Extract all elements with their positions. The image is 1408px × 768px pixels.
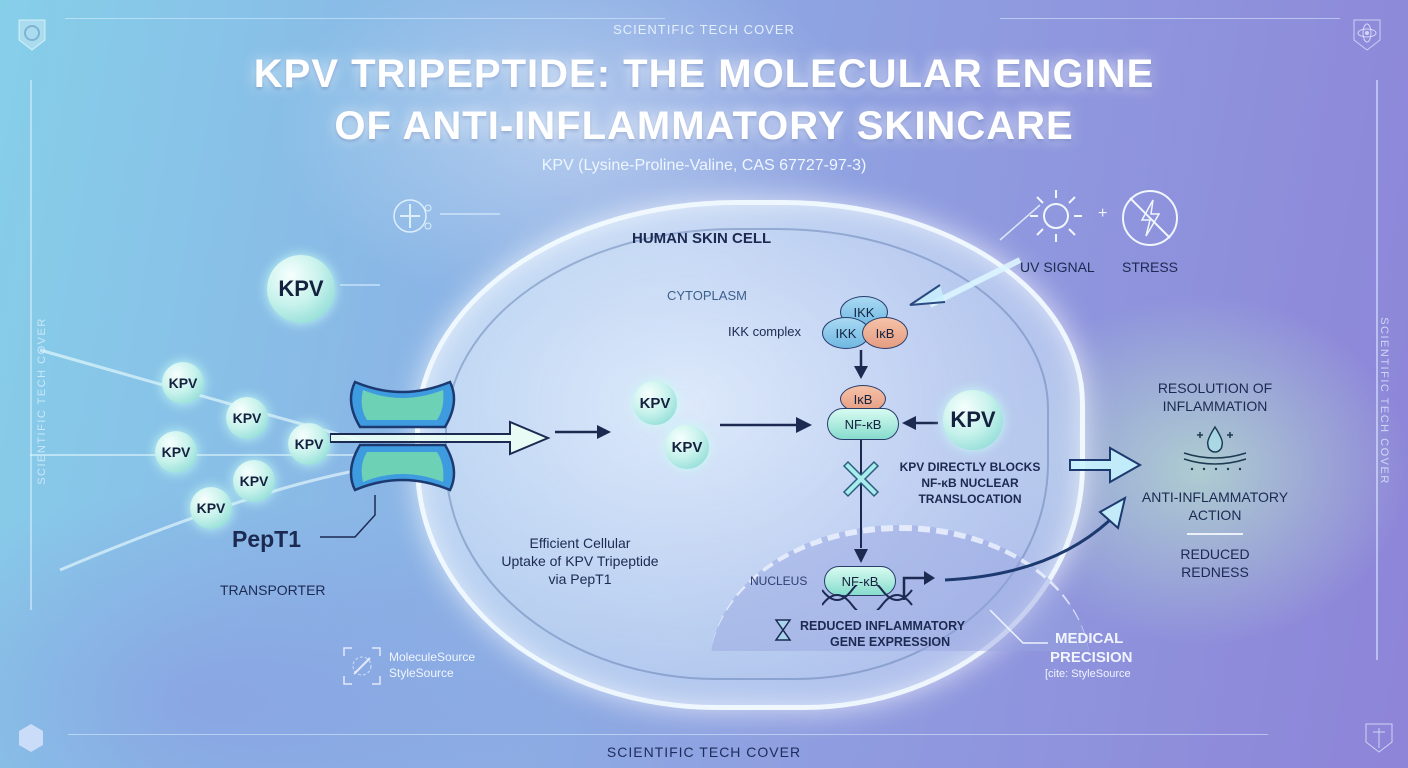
kpv-molecule: KPV: [233, 460, 275, 502]
dna-strand-icon: [822, 585, 913, 610]
frame-top-left-line: [65, 18, 665, 19]
ikb-protein: IκB: [862, 317, 908, 349]
uv-signal-label: UV SIGNAL: [1020, 259, 1095, 275]
sun-uv-icon: [1030, 190, 1082, 242]
pept1-label: PepT1: [232, 526, 302, 552]
gene-line-2: GENE EXPRESSION: [830, 635, 951, 649]
resolution-line-1: RESOLUTION OF: [1157, 380, 1273, 396]
stress-prohibited-icon: [1122, 190, 1178, 246]
title-line-1: KPV TRIPEPTIDE: THE MOLECULAR ENGINE: [253, 52, 1155, 96]
ikk-protein: IKK: [822, 317, 870, 349]
arrow-right-icon: [555, 425, 611, 439]
stress-label: STRESS: [1122, 259, 1179, 275]
molecule-badge-icon: [19, 724, 43, 752]
hourglass-icon: [774, 619, 792, 641]
signal-arrow: [909, 204, 1041, 308]
action-line-2: ACTION: [1188, 507, 1242, 523]
uptake-caption-line-2: Uptake of KPV Tripeptide: [501, 553, 659, 569]
subtitle: KPV (Lysine-Proline-Valine, CAS 67727-97…: [541, 157, 867, 174]
uptake-arrow: [330, 420, 551, 456]
shield-atom-icon: [1353, 19, 1381, 51]
arrow-left-icon: [902, 416, 938, 430]
title-line-2: OF ANTI-INFLAMMATORY SKINCARE: [334, 104, 1074, 148]
uptake-caption-line-1: Efficient Cellular: [529, 535, 631, 551]
kpv-molecule: KPV: [288, 423, 330, 465]
uptake-caption-line-3: via PepT1: [548, 571, 612, 587]
frame-left-line: [30, 80, 32, 610]
shield-molecule-icon: [18, 19, 46, 51]
translocation-line: [860, 440, 862, 548]
nucleus-label: NUCLEUS: [750, 574, 808, 588]
kpv-molecule-large: KPV: [267, 255, 335, 323]
arrow-to-nfkb-icon: [720, 417, 812, 433]
ikk-complex-label: IKK complex: [728, 324, 801, 339]
action-line-1: ANTI-INFLAMMATORY: [1141, 489, 1289, 505]
frame-right-line: [1376, 80, 1378, 660]
outcome-divider: [1187, 533, 1243, 535]
frame-bottom-line: [68, 734, 1268, 735]
gene-line-1: REDUCED INFLAMMATORY: [800, 619, 966, 633]
molecule-scan-icon: [343, 647, 381, 685]
source-style: StyleSource: [389, 666, 454, 680]
source-molecule: MoleculeSource: [389, 650, 476, 664]
kpv-molecule: KPV: [162, 362, 204, 404]
kpv-molecule-internal: KPV: [665, 425, 709, 469]
transcription-arrow-icon: [902, 571, 935, 600]
redness-line-2: REDNESS: [1181, 564, 1249, 580]
pept1-transporter-icon: [349, 380, 456, 492]
transporter-label: TRANSPORTER: [220, 582, 326, 598]
block-line-1: KPV DIRECTLY BLOCKS: [899, 460, 1041, 474]
resolution-line-2: INFLAMMATION: [1162, 398, 1268, 414]
kpv-molecule-internal: KPV: [633, 381, 677, 425]
right-frame-label: SCIENTIFIC TECH COVER: [1377, 317, 1390, 485]
caduceus-shield-icon: [1365, 723, 1393, 753]
precision-line-1: MEDICAL: [1055, 630, 1124, 647]
kpv-blocker-molecule: KPV: [943, 390, 1003, 450]
dna-plus-icon: [393, 199, 432, 233]
block-x-icon: [842, 460, 880, 498]
precision-connector: [989, 609, 1048, 644]
cell-title: HUMAN SKIN CELL: [632, 230, 772, 247]
kpv-connector: [340, 284, 380, 286]
top-frame-label: SCIENTIFIC TECH COVER: [613, 22, 795, 37]
skin-droplet-icon: [1183, 425, 1247, 471]
bottom-frame-label: SCIENTIFIC TECH COVER: [606, 744, 802, 760]
frame-top-right-line: [1000, 18, 1340, 19]
kpv-molecule: KPV: [226, 397, 268, 439]
outcome-arrows: [944, 446, 1143, 582]
cytoplasm-label: CYTOPLASM: [667, 288, 747, 303]
precision-line-2: PRECISION: [1050, 649, 1133, 666]
connector-line: [440, 213, 500, 215]
block-line-3: TRANSLOCATION: [918, 492, 1022, 506]
redness-line-1: REDUCED: [1180, 546, 1250, 562]
arrow-down-icon: [854, 549, 868, 563]
block-line-2: NF-κB NUCLEAR: [921, 476, 1019, 490]
precision-cite: [cite: StyleSource: [1045, 668, 1131, 680]
nfkb-protein: NF-κB: [827, 408, 899, 440]
arrow-down-icon: [854, 350, 868, 379]
signal-plus: +: [1098, 205, 1108, 222]
kpv-molecule: KPV: [190, 487, 232, 529]
pept1-connector: [320, 495, 376, 538]
kpv-molecule: KPV: [155, 431, 197, 473]
